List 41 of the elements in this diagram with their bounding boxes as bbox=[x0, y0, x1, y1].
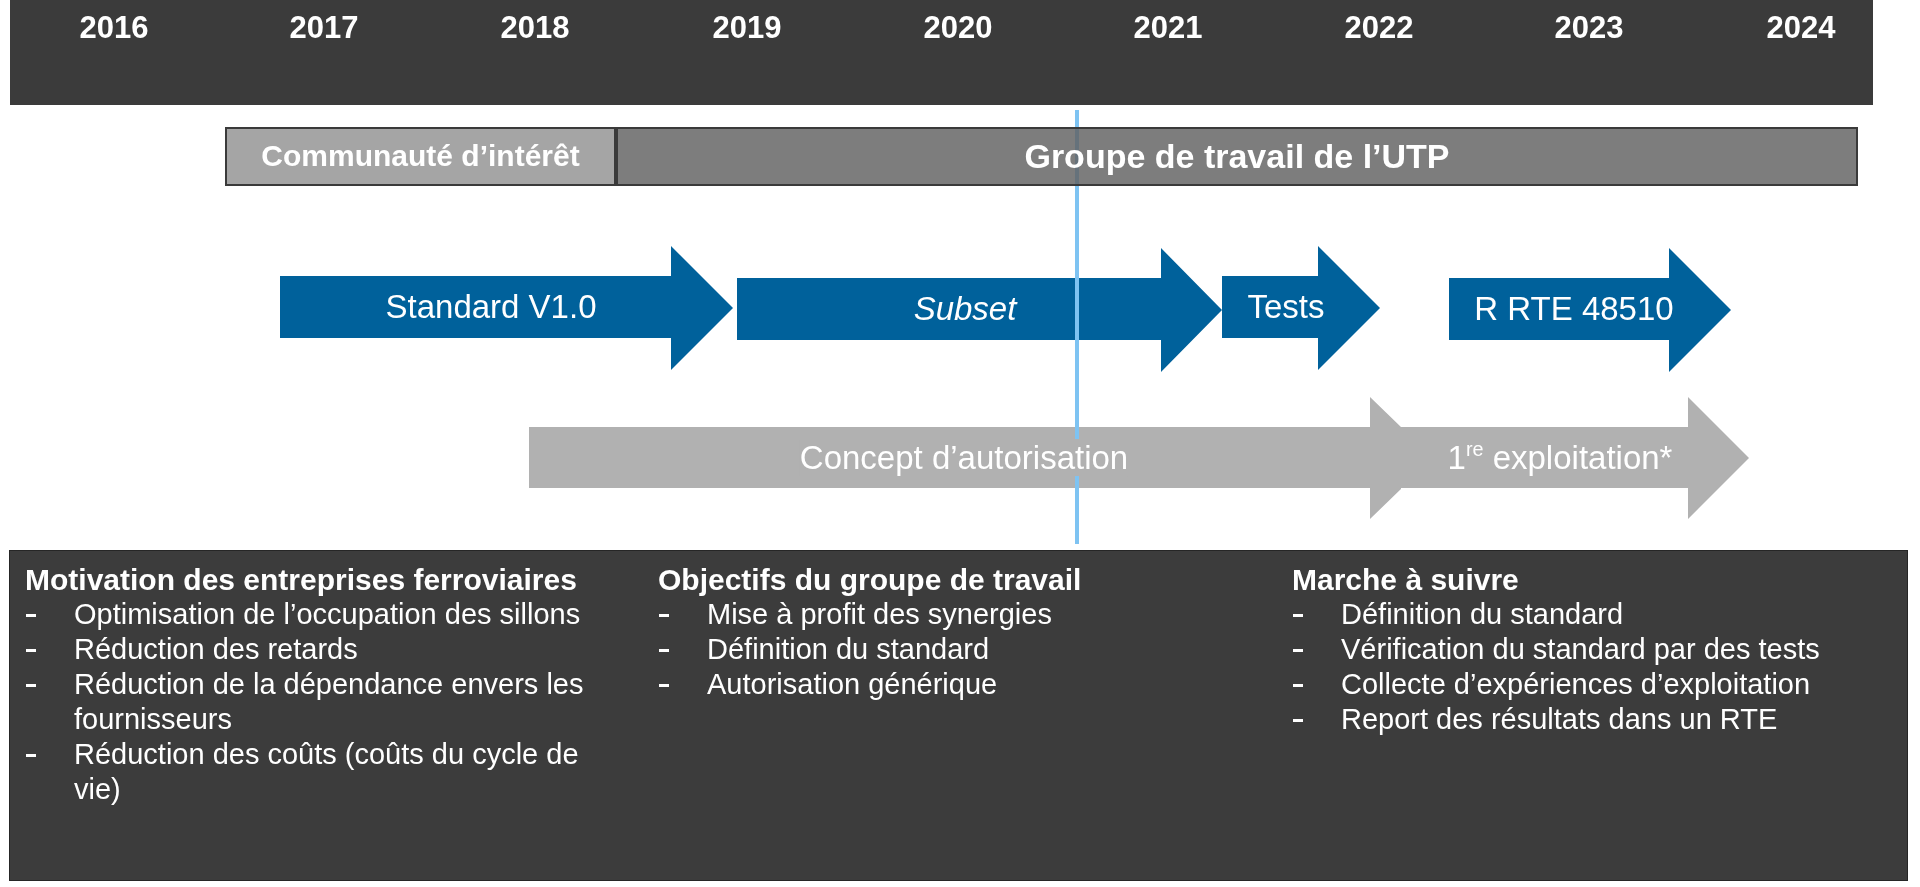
list-item: Réduction des retards bbox=[74, 632, 359, 667]
pointed-banner bbox=[1401, 397, 1749, 519]
panel-heading: Marche à suivre bbox=[1292, 562, 1519, 597]
banner-label: Standard V1.0 bbox=[385, 288, 597, 326]
list-item: Définition du standard bbox=[1341, 597, 1625, 632]
phase-label: Communauté d’intérêt bbox=[261, 139, 580, 174]
year-label: 2023 bbox=[1554, 10, 1624, 46]
info-panel bbox=[9, 550, 1908, 881]
banner-label: Subset bbox=[913, 290, 1017, 328]
panel-heading: Motivation des entreprises ferroviaires bbox=[25, 562, 577, 597]
pointed-banner bbox=[1222, 246, 1380, 370]
list-item: Mise à profit des synergies bbox=[707, 597, 1053, 632]
year-label: 2024 bbox=[1766, 10, 1836, 46]
banner-label: R RTE 48510 bbox=[1474, 290, 1674, 328]
banner-label: 1$^{re}$ exploitation* bbox=[1447, 438, 1673, 477]
pointed-banner bbox=[737, 248, 1222, 372]
pointed-banner bbox=[1449, 248, 1731, 372]
list-item: Report des résultats dans un RTE bbox=[1341, 702, 1779, 737]
list-item: Optimisation de l’occupation des sillons bbox=[74, 597, 582, 632]
panel-heading: Objectifs du groupe de travail bbox=[658, 562, 1082, 597]
year-label: 2022 bbox=[1344, 10, 1414, 46]
list-item: Définition du standard bbox=[707, 632, 991, 667]
year-label: 2021 bbox=[1133, 10, 1203, 46]
phase-label: Groupe de travail de l’UTP bbox=[1024, 136, 1450, 177]
year-label: 2016 bbox=[79, 10, 149, 46]
year-label: 2019 bbox=[712, 10, 782, 46]
list-item: Collecte d’expériences d’exploitation bbox=[1341, 667, 1812, 702]
list-item: Autorisation générique bbox=[707, 667, 999, 702]
list-item: Vérification du standard par des tests bbox=[1341, 632, 1821, 667]
list-item: Réduction de la dépendance envers les fournisseurs bbox=[74, 667, 585, 737]
year-label: 2017 bbox=[289, 10, 359, 46]
pointed-banner bbox=[280, 246, 733, 370]
phase-box bbox=[225, 127, 616, 186]
banner-label: Concept d’autorisation bbox=[799, 438, 1129, 477]
pointed-banner bbox=[529, 397, 1401, 519]
phase-box bbox=[616, 127, 1858, 186]
timeline-band bbox=[10, 0, 1873, 105]
banner-label: Tests bbox=[1247, 288, 1325, 326]
list-item: Réduction des coûts (coûts du cycle de vie) bbox=[74, 737, 580, 807]
year-label: 2020 bbox=[923, 10, 993, 46]
year-label: 2018 bbox=[500, 10, 570, 46]
